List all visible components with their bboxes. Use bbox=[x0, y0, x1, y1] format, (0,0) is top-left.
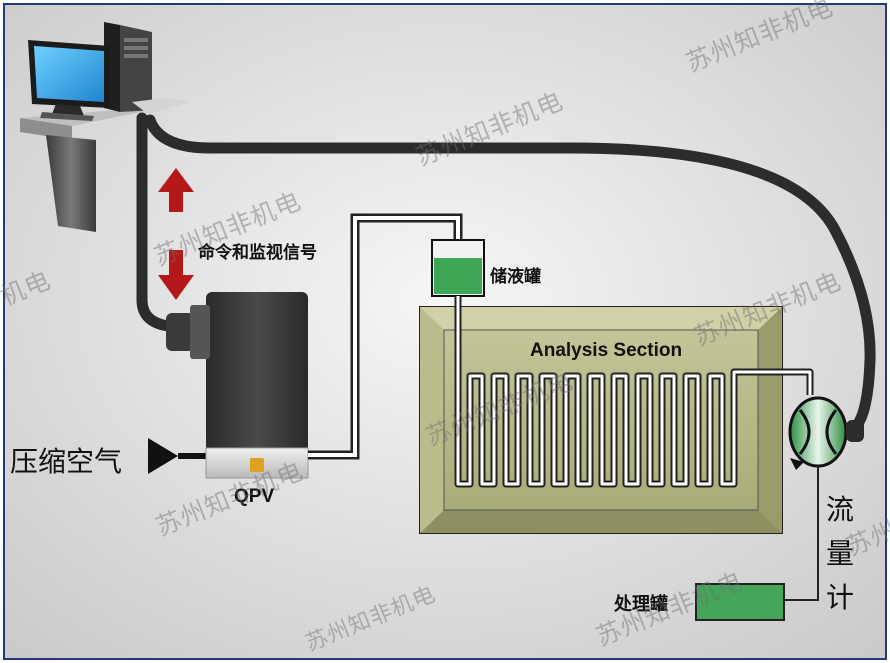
analysis-section-label: Analysis Section bbox=[530, 340, 683, 361]
up-arrow-icon bbox=[158, 168, 194, 212]
reservoir-label: 储液罐 bbox=[490, 267, 541, 287]
inlet-arrow-icon bbox=[148, 438, 208, 474]
compressed-air-label: 压缩空气 bbox=[10, 445, 123, 478]
flowmeter-label-3: 计 bbox=[826, 581, 855, 614]
computer-icon bbox=[20, 22, 190, 232]
reservoir-icon bbox=[431, 239, 485, 297]
flowmeter-label-2: 量 bbox=[826, 537, 855, 570]
monitor-icon bbox=[28, 40, 110, 121]
down-arrow-icon bbox=[158, 250, 194, 300]
qpv-label: QPV bbox=[234, 486, 275, 507]
command-signal-label: 命令和监视信号 bbox=[198, 243, 317, 263]
flowmeter-cable bbox=[144, 114, 876, 436]
flowmeter-label-1: 流 bbox=[826, 493, 855, 526]
waste-tank-label: 处理罐 bbox=[614, 594, 668, 615]
valve-icon bbox=[166, 292, 309, 479]
waste-tank-icon bbox=[695, 583, 785, 621]
